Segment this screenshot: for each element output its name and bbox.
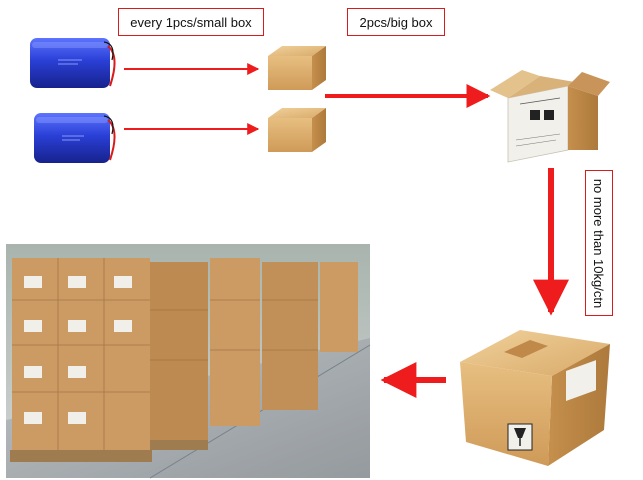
label-weight-limit-text: no more than 10kg/ctn [591,178,607,308]
big-box-closed [460,330,610,466]
label-big-box: 2pcs/big box [347,8,445,36]
label-big-box-text: 2pcs/big box [359,14,433,30]
battery-pack-bottom [34,113,116,163]
big-box-open [490,70,610,163]
small-box-top [268,46,326,90]
small-box-bottom [268,108,326,152]
warehouse-photo [6,244,371,479]
label-small-box-text: every 1pcs/small box [130,14,252,30]
broken-glass-icon [507,423,533,451]
battery-pack-top [30,38,116,88]
pallet-stacks [10,258,358,462]
label-weight-limit: no more than 10kg/ctn [585,170,613,316]
label-small-box: every 1pcs/small box [118,8,264,36]
